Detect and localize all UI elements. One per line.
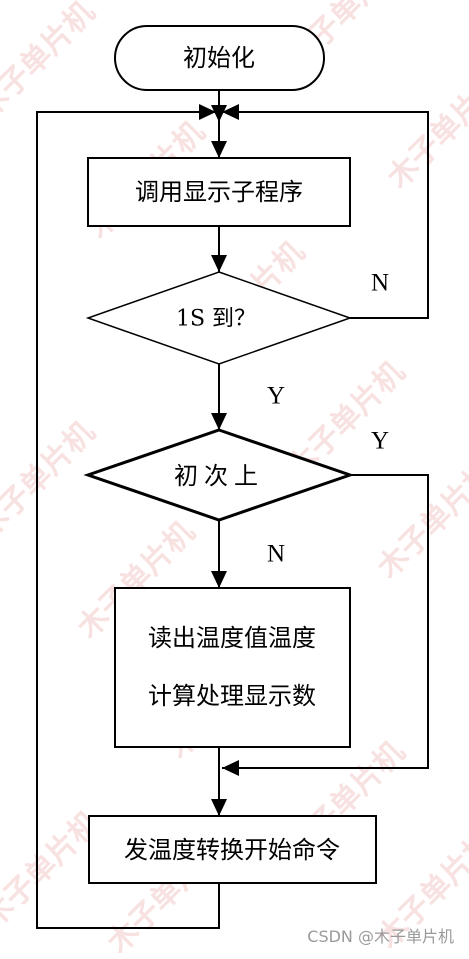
arrow-down-icon xyxy=(211,105,227,122)
arrow-down-icon xyxy=(211,141,227,158)
watermark-text: 木子单片机 xyxy=(0,0,102,126)
label-d1-no: N xyxy=(371,270,389,297)
label-d1-yes: Y xyxy=(267,383,285,410)
start-terminator xyxy=(114,25,325,91)
send-convert-label: 发温度转换开始命令 xyxy=(124,836,340,864)
arrowheads xyxy=(199,104,239,816)
read-temp-box xyxy=(114,587,351,748)
watermark-text: 木子单片机 xyxy=(380,65,469,197)
arrow-left-icon xyxy=(222,104,239,120)
source-credit: CSDN @木子单片机 xyxy=(307,927,454,946)
read-temp-line1: 读出温度值温度 xyxy=(148,624,316,652)
arrow-down-icon xyxy=(211,413,227,430)
decision-1s-diamond xyxy=(85,271,353,365)
label-d2-yes: Y xyxy=(371,428,389,455)
arrow-left-icon xyxy=(222,760,239,776)
decision-first-diamond xyxy=(83,428,355,522)
edge-labels: N Y Y N xyxy=(267,270,389,568)
label-d2-no: N xyxy=(267,541,285,568)
node-read-temp: 读出温度值温度 计算处理显示数 xyxy=(114,587,351,748)
node-decision-1s: 1S 到？ xyxy=(85,271,353,365)
arrow-down-icon xyxy=(211,255,227,272)
node-call-display: 调用显示子程序 xyxy=(87,157,351,227)
watermark-text: 木子单片机 xyxy=(0,415,102,547)
node-send-convert: 发温度转换开始命令 xyxy=(88,815,377,884)
send-convert-box xyxy=(88,815,377,884)
decision-first-label: 初次上 xyxy=(174,462,264,490)
arrow-right-icon xyxy=(199,104,216,120)
call-display-label: 调用显示子程序 xyxy=(135,178,303,206)
edge-main-loop-back xyxy=(36,111,220,929)
start-label: 初始化 xyxy=(183,44,255,72)
edge-d1-no-loop xyxy=(222,111,429,319)
node-decision-first: 初次上 xyxy=(83,428,355,522)
call-display-box xyxy=(87,157,351,227)
edge-d2-yes-bypass xyxy=(222,474,429,769)
arrow-down-icon xyxy=(211,571,227,588)
node-start: 初始化 xyxy=(114,25,325,91)
decision-1s-label: 1S 到？ xyxy=(176,307,256,332)
read-temp-line2: 计算处理显示数 xyxy=(148,682,316,710)
arrow-down-icon xyxy=(211,799,227,816)
